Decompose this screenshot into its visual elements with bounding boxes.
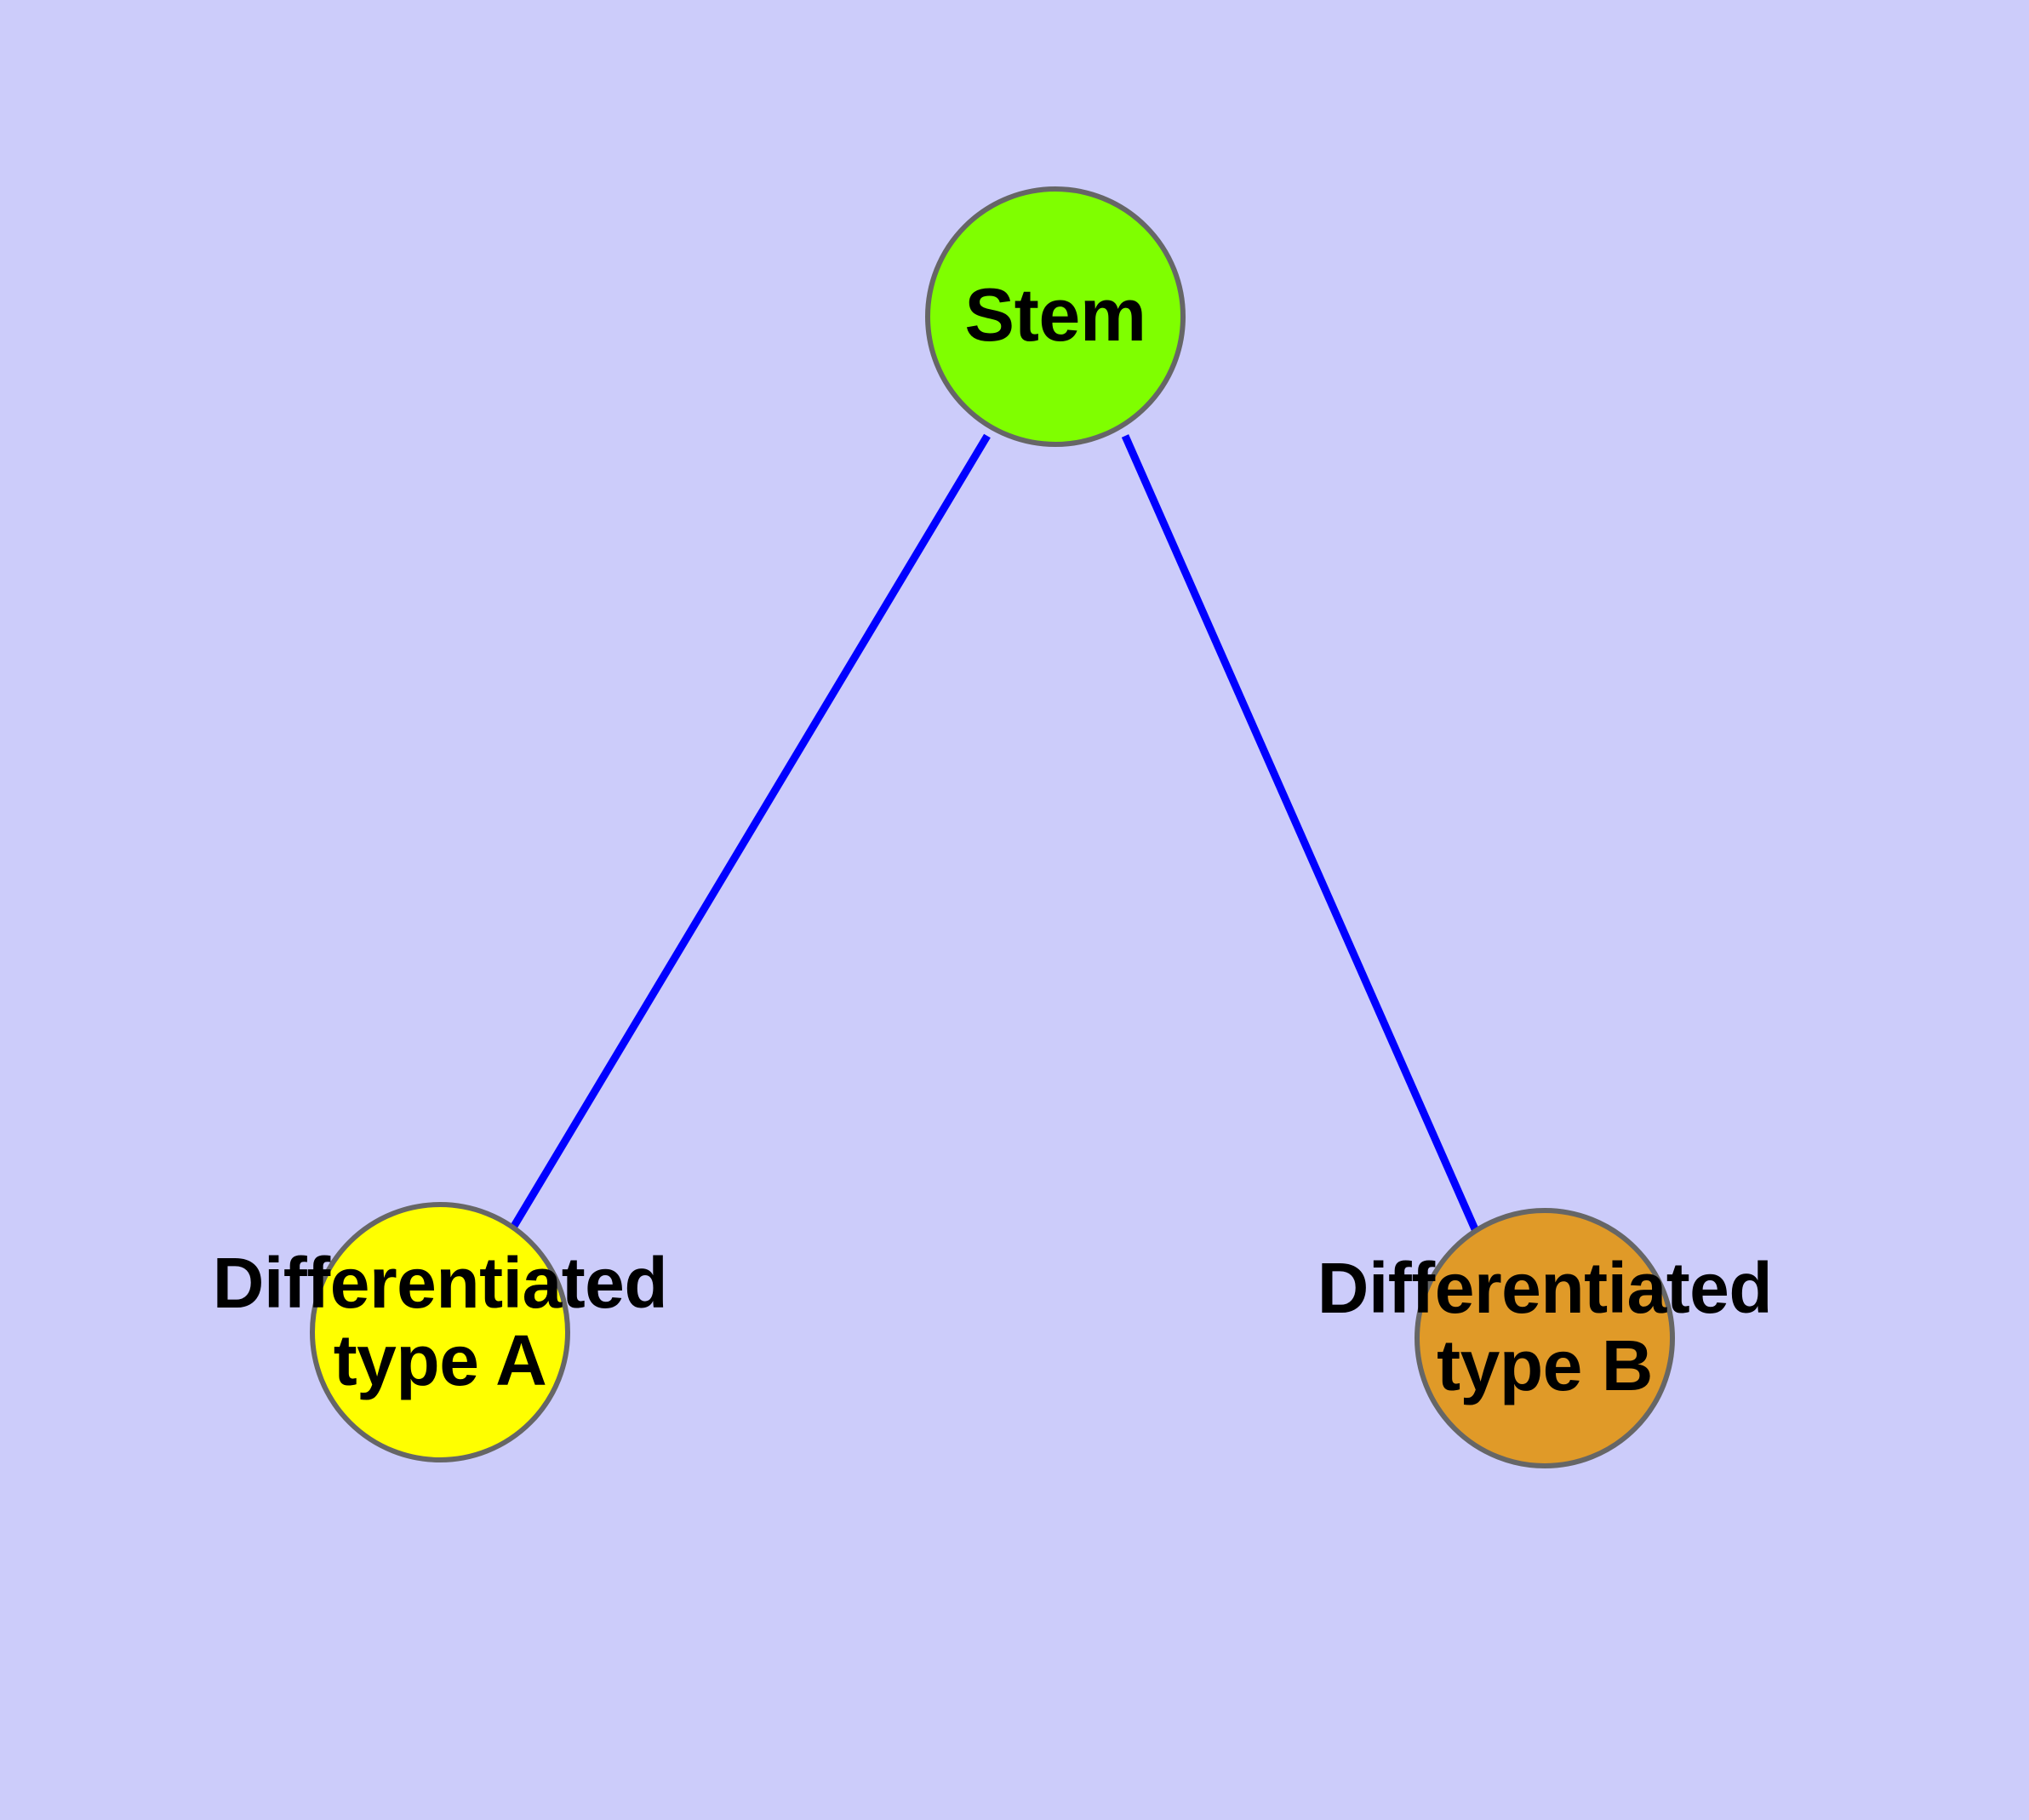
edge-stem-to-differentiated-type-b bbox=[1121, 434, 1479, 1231]
nodes-layer bbox=[310, 186, 1675, 1468]
node-stem[interactable] bbox=[925, 186, 1186, 447]
edges-layer bbox=[510, 433, 1479, 1231]
node-differentiated-type-b[interactable] bbox=[1415, 1208, 1675, 1468]
edge-stem-to-differentiated-type-a bbox=[510, 433, 991, 1230]
node-differentiated-type-a[interactable] bbox=[310, 1202, 570, 1462]
